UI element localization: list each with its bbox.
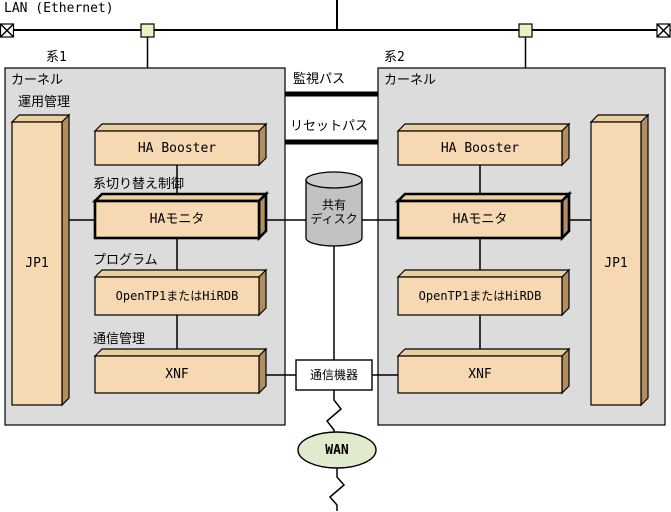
jp1-2-box xyxy=(589,113,650,407)
wan-link-zigzag-top xyxy=(325,390,343,433)
lan-label: LAN (Ethernet) xyxy=(4,1,114,16)
wan-label: WAN xyxy=(325,442,349,458)
lan-terminator-left-icon xyxy=(0,23,15,38)
ha-monitor-2-box xyxy=(394,190,573,242)
jp1-1-box xyxy=(10,113,71,407)
ha-booster-1-label: HA Booster xyxy=(137,140,217,156)
xnf-2-box xyxy=(396,347,571,395)
comm-device-box xyxy=(295,359,373,391)
comm-device-label: 通信機器 xyxy=(309,367,358,382)
xnf-1-box xyxy=(93,347,268,395)
middleware-2-label: OpenTP1またはHiRDB xyxy=(418,288,542,303)
shared-disk-label: 共有 ディスク xyxy=(310,198,358,226)
shared-disk-icon xyxy=(305,171,363,247)
lan-tap-system1-icon xyxy=(140,23,155,38)
kernel2-label: カーネル xyxy=(384,73,437,88)
ops-mgmt-label: 運用管理 xyxy=(18,95,71,110)
system2-name: 系2 xyxy=(384,50,405,65)
lan-terminator-right-icon xyxy=(656,23,671,38)
xnf-2-label: XNF xyxy=(468,367,492,382)
ha-monitor-2-label: HAモニタ xyxy=(452,212,508,227)
jp1-1-label: JP1 xyxy=(25,256,49,271)
switchover-label: 系切り替え制御 xyxy=(93,177,185,192)
comm-mgmt-label: 通信管理 xyxy=(93,332,146,347)
middleware-1-label: OpenTP1またはHiRDB xyxy=(115,288,239,303)
reset-path-label: リセットパス xyxy=(290,119,369,134)
kernel1-label: カーネル xyxy=(11,73,64,88)
program-label: プログラム xyxy=(93,253,158,268)
ha-booster-1-box xyxy=(93,122,268,167)
lan-tap-system2-icon xyxy=(518,23,533,38)
ha-booster-2-label: HA Booster xyxy=(440,140,520,156)
ha-monitor-1-label: HAモニタ xyxy=(149,212,205,227)
monitor-path-label: 監視パス xyxy=(293,72,346,87)
middleware-2-box xyxy=(396,268,571,317)
ha-booster-2-box xyxy=(396,122,571,167)
wan-link-zigzag-bottom xyxy=(328,468,346,511)
jp1-2-label: JP1 xyxy=(604,256,628,271)
system1-name: 系1 xyxy=(46,50,67,65)
ha-monitor-1-box xyxy=(91,190,270,242)
middleware-1-box xyxy=(93,268,268,317)
xnf-1-label: XNF xyxy=(165,367,189,382)
lan-bus xyxy=(0,0,671,68)
